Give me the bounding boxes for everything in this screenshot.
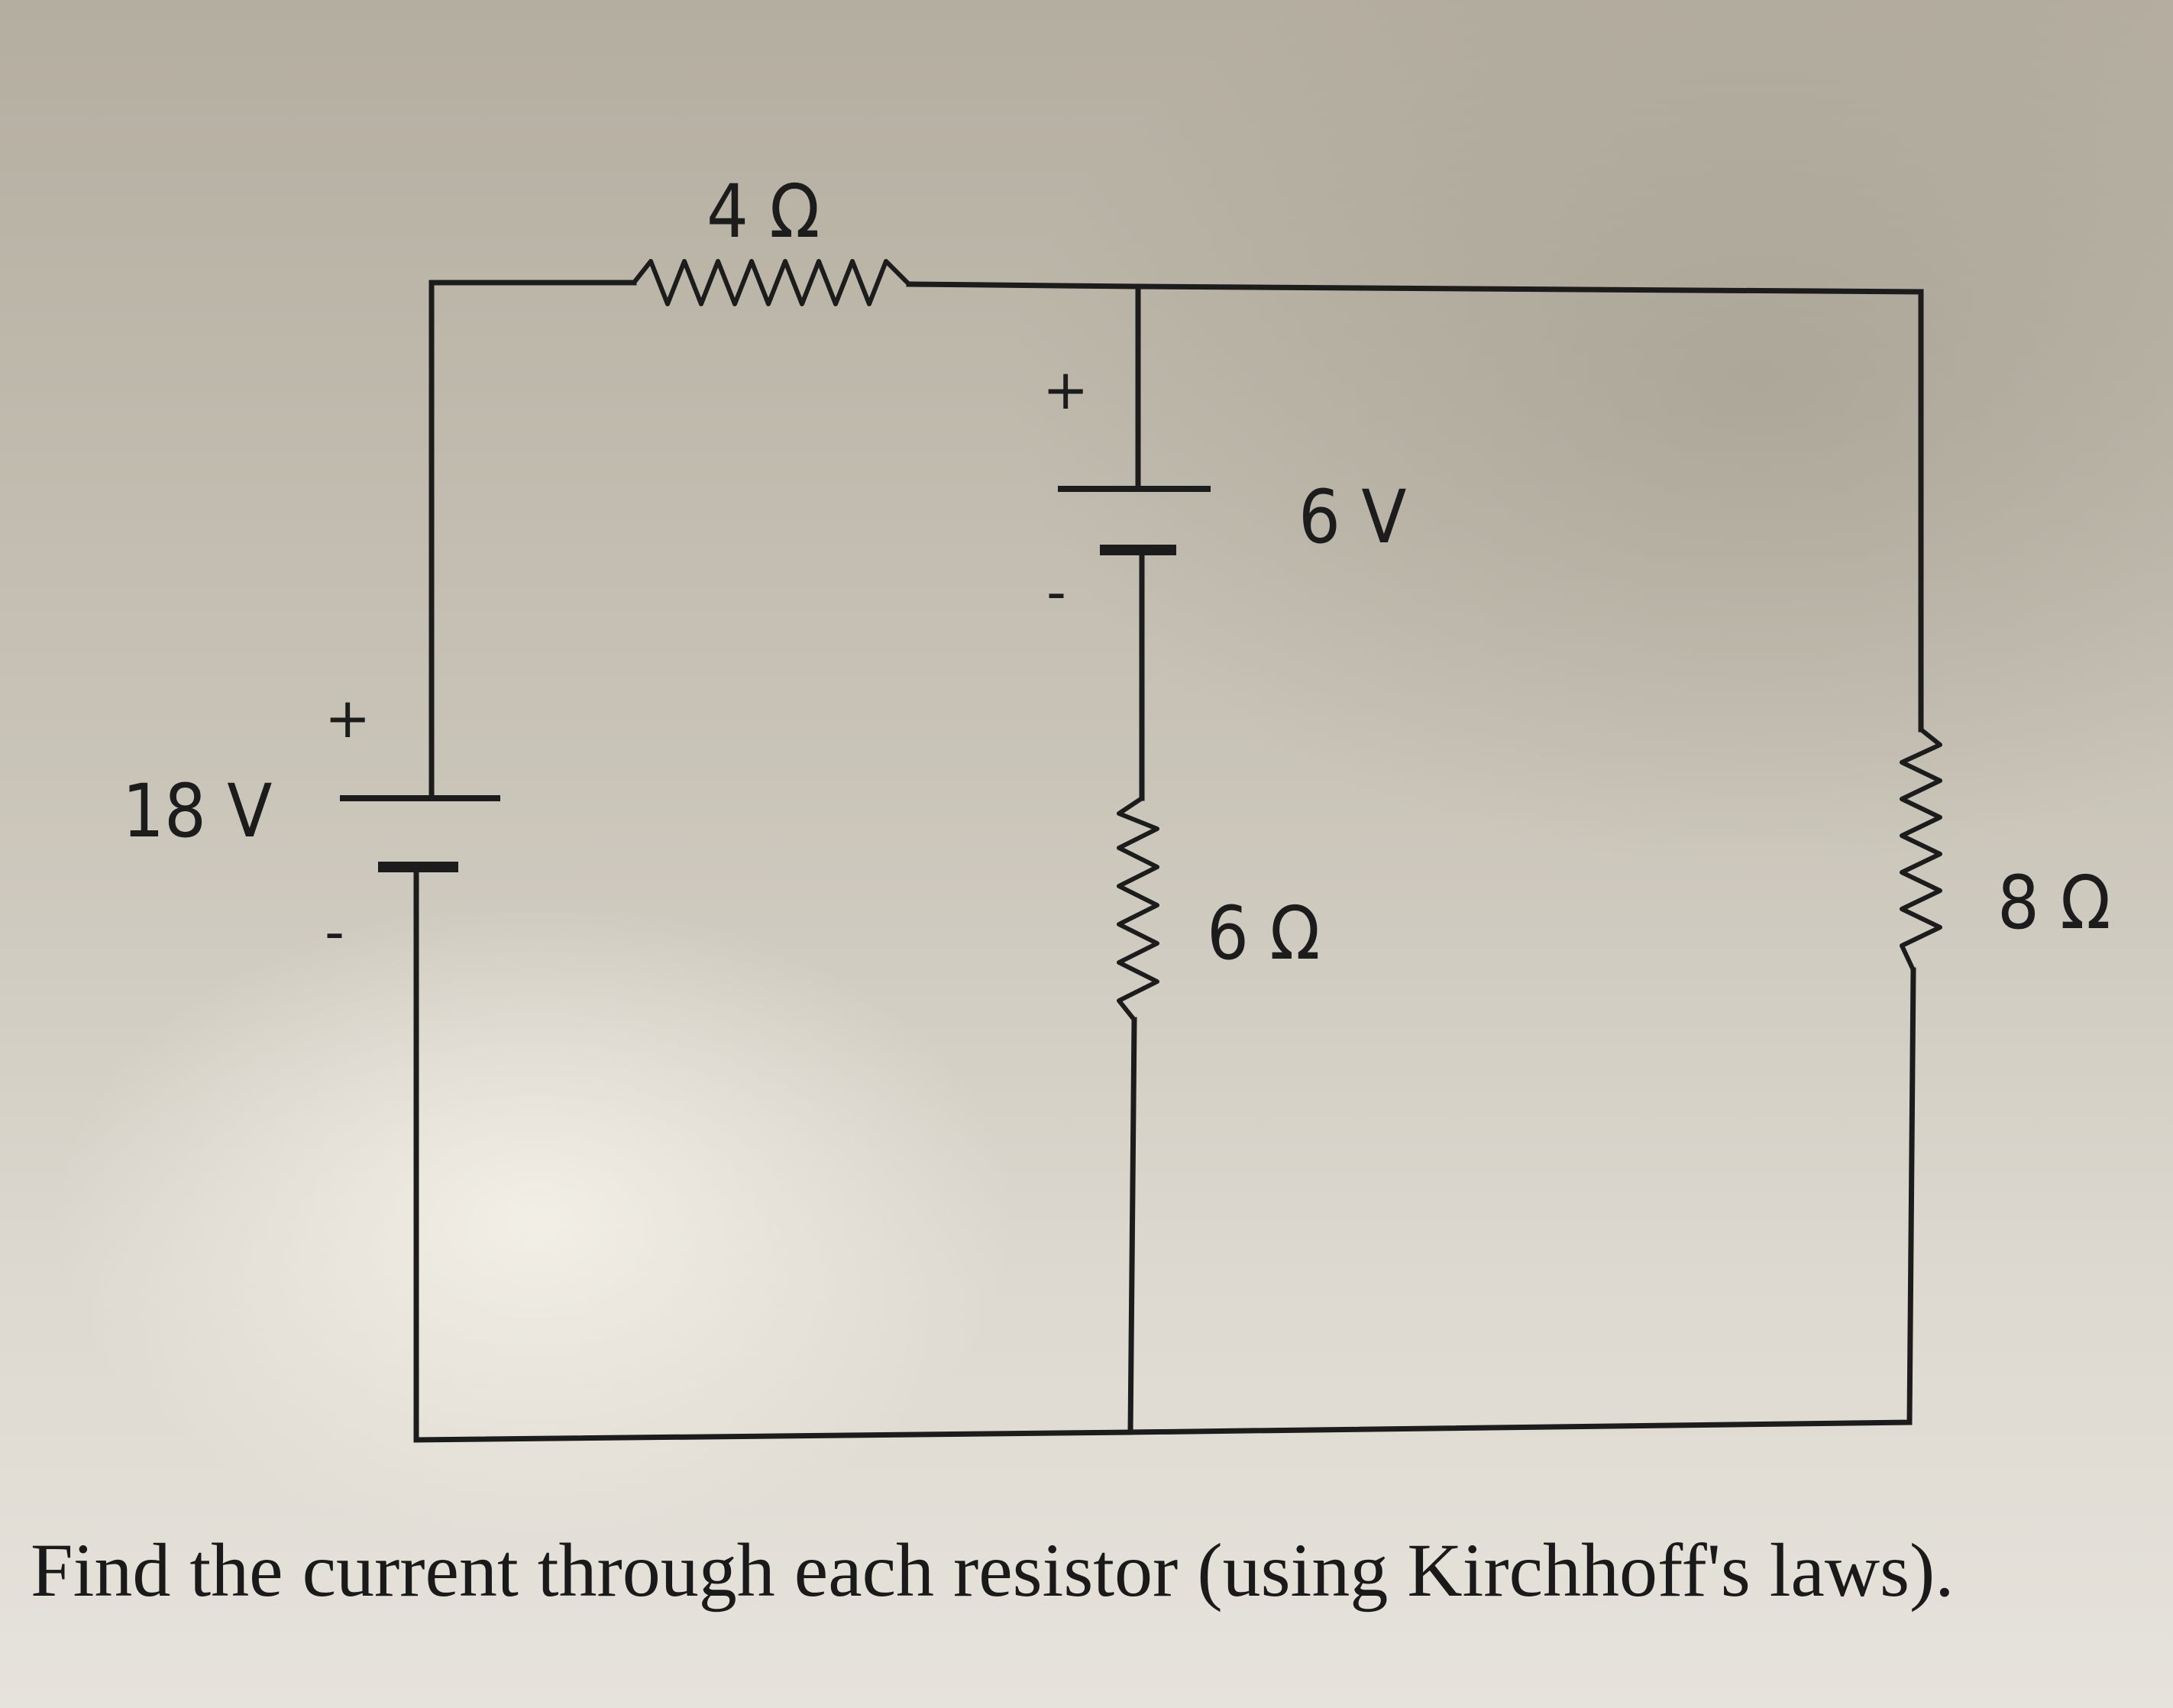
wire-middle-bottom — [1127, 1017, 1137, 1435]
wire-left-top — [428, 280, 637, 801]
battery-18v-minus: - — [325, 900, 344, 964]
resistor-middle-label: 6 Ω — [1207, 891, 1320, 976]
battery-6v-plus: + — [1043, 357, 1088, 422]
battery-18v — [340, 795, 500, 872]
battery-18v-plus: + — [325, 686, 370, 750]
question-text: Find the current through each resistor (… — [31, 1528, 1955, 1613]
wire-right-bottom — [1127, 967, 1916, 1435]
battery-18v-label: 18 V — [122, 768, 272, 854]
resistor-top-4ohm — [632, 259, 911, 306]
battery-6v-minus: - — [1046, 560, 1066, 624]
resistor-middle-6ohm — [1117, 796, 1159, 1021]
battery-6v — [1058, 486, 1211, 555]
resistor-top-label: 4 Ω — [707, 169, 820, 254]
wire-left-bottom — [413, 864, 1133, 1443]
battery-6v-label: 6 V — [1298, 474, 1406, 560]
wires — [413, 280, 1924, 1443]
resistor-right-label: 8 Ω — [1997, 860, 2110, 946]
resistor-right-8ohm — [1900, 727, 1942, 972]
wire-top-right — [906, 281, 1924, 733]
